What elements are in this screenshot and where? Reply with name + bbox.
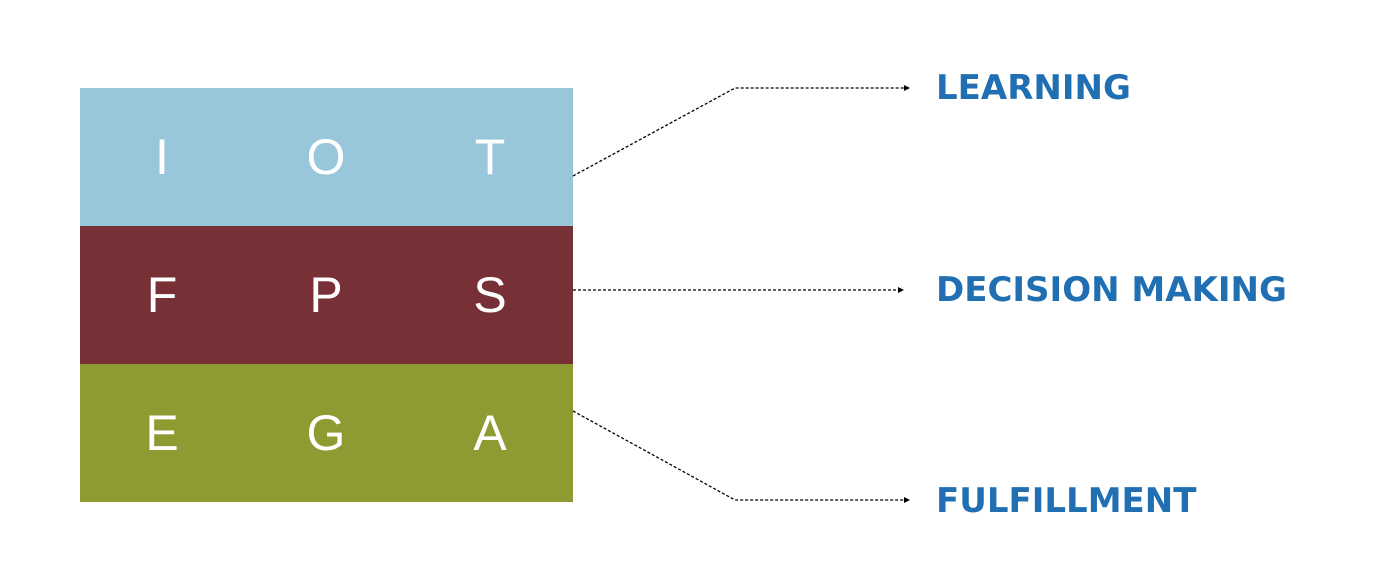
- letter-cell: S: [473, 267, 507, 323]
- letter-cell: I: [155, 129, 169, 185]
- label-decision-making: DECISION MAKING: [936, 270, 1287, 310]
- row-fulfillment: E G A: [80, 364, 573, 502]
- label-learning: LEARNING: [936, 68, 1131, 108]
- letter-cell: F: [146, 267, 178, 323]
- label-fulfillment: FULFILLMENT: [936, 481, 1197, 521]
- row-decision-making: F P S: [80, 226, 573, 364]
- letter-grid: I O T F P S E G A: [80, 88, 573, 502]
- letter-cell: T: [474, 129, 506, 185]
- letter-cell: G: [306, 405, 346, 461]
- connector-fulfillment: [572, 410, 910, 503]
- letter-cell: A: [473, 405, 507, 461]
- letter-cell: E: [145, 405, 179, 461]
- letter-cell: P: [309, 267, 343, 323]
- connector-learning: [572, 85, 910, 177]
- row-learning: I O T: [80, 88, 573, 226]
- letter-cell: O: [306, 129, 346, 185]
